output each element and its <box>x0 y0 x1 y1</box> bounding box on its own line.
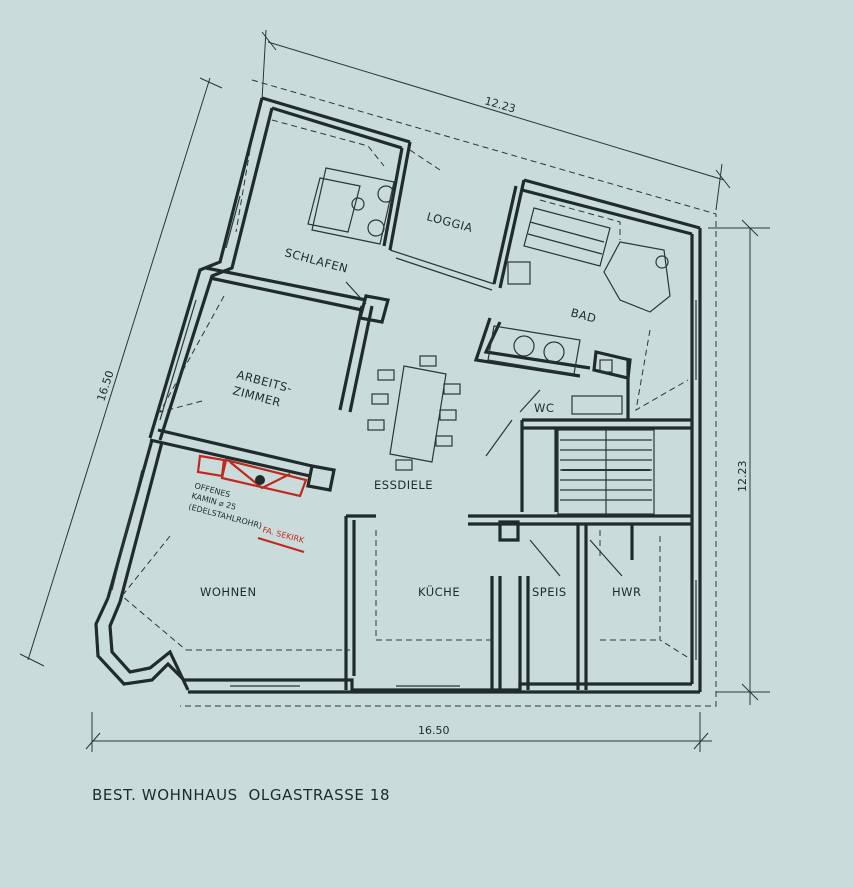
roof-outline <box>180 79 717 707</box>
windows <box>111 195 697 687</box>
fireplace-note: OFFENES KAMIN ⌀ 25 (EDELSTAHLROHR) FA. S… <box>187 481 305 545</box>
room-essdiele: ESSDIELE <box>374 478 433 492</box>
bathroom-sinks <box>487 325 581 375</box>
room-hwr: HWR <box>612 585 642 599</box>
ceiling-lines <box>121 119 693 661</box>
staircase <box>557 429 655 515</box>
loggia-bench <box>507 207 611 285</box>
room-bad: BAD <box>569 305 598 325</box>
dimension-lines <box>19 29 770 752</box>
dimension-bottom: 16.50 <box>418 724 450 737</box>
room-kueche: KÜCHE <box>418 583 460 599</box>
fireplace-annotation-underline <box>257 536 305 554</box>
room-wohnen: WOHNEN <box>200 585 257 599</box>
doors <box>345 281 623 577</box>
dining-table <box>367 355 461 471</box>
interior-walls <box>149 141 692 690</box>
exterior-walls <box>94 96 702 694</box>
drawing-caption: BEST. WOHNHAUS OLGASTRASSE 18 <box>92 786 390 804</box>
bathtub <box>603 241 671 313</box>
room-schlafen: SCHLAFEN <box>283 245 349 275</box>
fireplace-symbol <box>196 454 308 498</box>
bed <box>307 167 395 245</box>
wc-fixture <box>571 359 623 415</box>
room-wc: WC <box>534 401 554 415</box>
room-speis: SPEIS <box>532 585 567 599</box>
dimension-right: 12.23 <box>736 461 749 493</box>
room-loggia: LOGGIA <box>425 209 474 235</box>
